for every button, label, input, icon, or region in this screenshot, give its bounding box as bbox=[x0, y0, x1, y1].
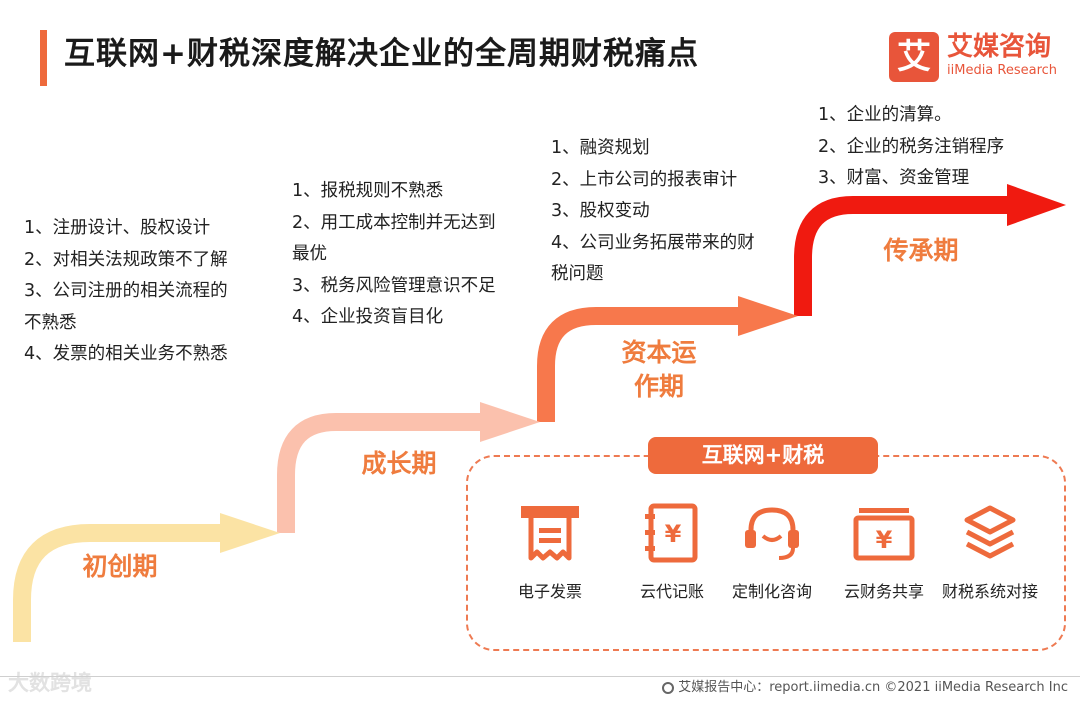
logo-name-en: iiMedia Research bbox=[947, 63, 1058, 78]
stage-3-point: 3、股权变动 bbox=[551, 201, 650, 221]
stage-4-arrowhead bbox=[1007, 184, 1066, 226]
stage-2-label: 成长期 bbox=[361, 449, 437, 478]
stage-3-pain-points: 1、融资规划 2、上市公司的报表审计 3、股权变动 4、公司业务拓展带来的财 税… bbox=[551, 133, 801, 291]
svg-text:¥: ¥ bbox=[665, 520, 682, 548]
stage-4-arrow-body bbox=[794, 196, 1012, 316]
stage-2-pain-points: 1、报税规则不熟悉 2、用工成本控制并无达到 最优 3、税务风险管理意识不足 4… bbox=[292, 176, 542, 334]
globe-icon bbox=[662, 682, 675, 694]
stage-3-point: 2、上市公司的报表审计 bbox=[551, 169, 738, 190]
stage-3-arrowhead bbox=[738, 296, 798, 336]
tool-e-invoice: 电子发票 bbox=[490, 502, 610, 602]
stage-2-point: 3、税务风险管理意识不足 bbox=[292, 275, 496, 296]
tool-custom-consulting: 定制化咨询 bbox=[712, 502, 832, 602]
stage-1-label: 初创期 bbox=[82, 552, 158, 581]
receipt-icon bbox=[521, 506, 579, 561]
stage-4-label: 传承期 bbox=[883, 236, 959, 265]
svg-text:¥: ¥ bbox=[876, 526, 893, 554]
footer-text: 艾媒报告中心：report.iimedia.cn ©2021 iiMedia R… bbox=[678, 680, 1068, 695]
stage-2-arrowhead bbox=[480, 402, 540, 442]
ledger-icon: ¥ bbox=[645, 503, 698, 563]
layers-icon bbox=[964, 505, 1016, 559]
tool-label: 财税系统对接 bbox=[941, 582, 1038, 601]
stage-1-pain-points: 1、注册设计、股权设计 2、对相关法规政策不了解 3、公司注册的相关流程的 不熟… bbox=[24, 213, 274, 371]
tool-label: 云财务共享 bbox=[843, 582, 924, 601]
footer-divider bbox=[0, 676, 1080, 677]
tool-label: 电子发票 bbox=[517, 582, 582, 601]
headset-icon bbox=[745, 507, 799, 560]
stage-4-point: 2、企业的税务注销程序 bbox=[818, 136, 1005, 157]
stage-3-label: 资本运 作期 bbox=[621, 338, 697, 401]
stage-3-point: 4、公司业务拓展带来的财 税问题 bbox=[551, 232, 755, 285]
page-title: 互联网+财税深度解决企业的全周期财税痛点 bbox=[64, 36, 699, 72]
logo-name-cn: 艾媒咨询 bbox=[947, 32, 1052, 62]
stage-1-arrow-body bbox=[13, 524, 225, 642]
stage-4-pain-points: 1、企业的清算。 2、企业的税务注销程序 3、财富、资金管理 bbox=[818, 100, 1068, 195]
tool-cloud-finance-sharing: ¥ 云财务共享 bbox=[824, 502, 944, 602]
tool-cloud-bookkeeping: ¥ 云代记账 bbox=[612, 502, 732, 602]
yen-card-icon: ¥ bbox=[853, 508, 915, 561]
title-accent-bar bbox=[40, 30, 47, 86]
footer-source: 艾媒报告中心：report.iimedia.cn ©2021 iiMedia R… bbox=[662, 679, 1068, 697]
tool-label: 定制化咨询 bbox=[731, 582, 812, 601]
stage-1-point: 1、注册设计、股权设计 bbox=[24, 218, 211, 238]
stage-2-point: 4、企业投资盲目化 bbox=[292, 307, 444, 327]
tool-label: 云代记账 bbox=[639, 582, 704, 601]
stage-2-arrow-body bbox=[277, 413, 485, 533]
stage-1-point: 3、公司注册的相关流程的 不熟悉 bbox=[24, 281, 228, 333]
tools-panel-header: 互联网+财税 bbox=[648, 437, 878, 474]
stage-1-point: 2、对相关法规政策不了解 bbox=[24, 249, 228, 270]
logo-mark: 艾 bbox=[889, 32, 939, 82]
stage-3-arrow-body bbox=[537, 307, 743, 422]
stage-4-point: 1、企业的清算。 bbox=[818, 105, 952, 125]
stage-4-point: 3、财富、资金管理 bbox=[818, 168, 970, 188]
stage-3-point: 1、融资规划 bbox=[551, 138, 650, 158]
stage-1-arrowhead bbox=[220, 513, 280, 553]
stage-1-point: 4、发票的相关业务不熟悉 bbox=[24, 344, 228, 364]
tool-tax-system-integration: 财税系统对接 bbox=[930, 502, 1050, 602]
stage-2-point: 2、用工成本控制并无达到 最优 bbox=[292, 212, 496, 265]
stage-2-point: 1、报税规则不熟悉 bbox=[292, 181, 444, 201]
watermark: 大数跨境 bbox=[8, 671, 92, 695]
